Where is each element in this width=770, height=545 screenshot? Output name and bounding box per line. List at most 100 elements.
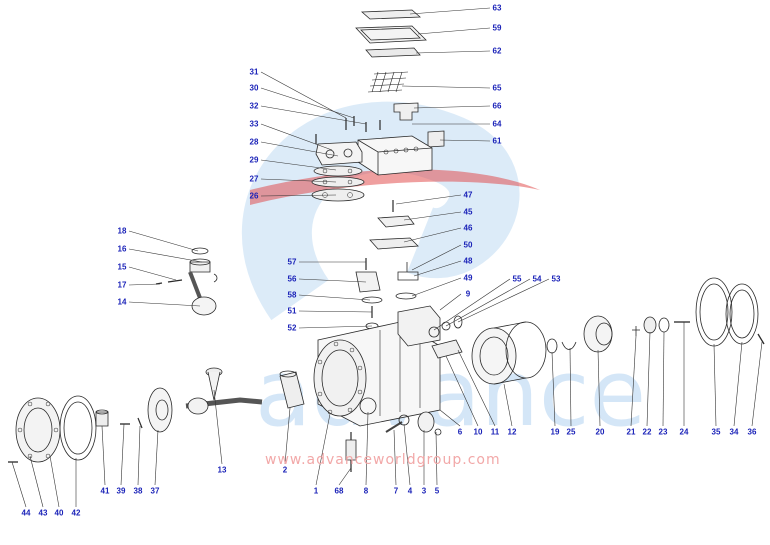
part-label-1[interactable]: 1 (313, 486, 319, 496)
part-label-19[interactable]: 19 (550, 427, 560, 437)
leader-line-53 (457, 278, 550, 323)
part-label-16[interactable]: 16 (117, 244, 127, 254)
leader-line-9 (439, 293, 462, 311)
watermark-url: www.advanceworldgroup.com (265, 452, 501, 468)
part-label-65[interactable]: 65 (492, 83, 502, 93)
part-label-7[interactable]: 7 (393, 486, 399, 496)
part-label-35[interactable]: 35 (711, 427, 721, 437)
leader-line-65 (401, 85, 491, 89)
part-label-21[interactable]: 21 (626, 427, 636, 437)
part-label-44[interactable]: 44 (21, 508, 31, 518)
part-label-17[interactable]: 17 (117, 280, 127, 290)
part-label-45[interactable]: 45 (463, 207, 473, 217)
part-label-52[interactable]: 52 (287, 323, 297, 333)
part-label-61[interactable]: 61 (492, 136, 502, 146)
part-label-22[interactable]: 22 (642, 427, 652, 437)
leader-line-47 (395, 194, 462, 205)
leader-line-39 (120, 423, 125, 486)
leader-line-52 (298, 325, 373, 329)
leader-line-61 (439, 139, 491, 142)
part-label-66[interactable]: 66 (492, 101, 502, 111)
part-label-20[interactable]: 20 (595, 427, 605, 437)
part-label-56[interactable]: 56 (287, 274, 297, 284)
part-label-23[interactable]: 23 (658, 427, 668, 437)
part-label-36[interactable]: 36 (747, 427, 757, 437)
part-label-25[interactable]: 25 (566, 427, 576, 437)
part-label-11[interactable]: 11 (490, 427, 500, 437)
leader-line-16 (128, 248, 203, 263)
part-label-63[interactable]: 63 (492, 3, 502, 13)
part-label-46[interactable]: 46 (463, 223, 473, 233)
part-label-64[interactable]: 64 (492, 119, 502, 129)
part-label-18[interactable]: 18 (117, 226, 127, 236)
part-label-34[interactable]: 34 (729, 427, 739, 437)
part-label-37[interactable]: 37 (150, 486, 160, 496)
leader-line-21 (630, 335, 637, 427)
part-label-2[interactable]: 2 (282, 465, 288, 475)
part-label-13[interactable]: 13 (217, 465, 227, 475)
part-label-26[interactable]: 26 (249, 191, 259, 201)
part-label-15[interactable]: 15 (117, 262, 127, 272)
part-label-41[interactable]: 41 (100, 486, 110, 496)
part-label-3[interactable]: 3 (421, 486, 427, 496)
leader-line-55 (433, 278, 511, 331)
part-label-32[interactable]: 32 (249, 101, 259, 111)
leader-line-51 (298, 310, 373, 313)
part-label-42[interactable]: 42 (71, 508, 81, 518)
leader-line-45 (403, 211, 462, 221)
part-label-4[interactable]: 4 (407, 486, 413, 496)
part-label-27[interactable]: 27 (249, 174, 259, 184)
part-label-50[interactable]: 50 (463, 240, 473, 250)
leader-line-37 (154, 429, 159, 486)
part-label-54[interactable]: 54 (532, 274, 542, 284)
leader-line-40 (49, 455, 60, 508)
leader-line-17 (128, 283, 161, 286)
part-label-48[interactable]: 48 (463, 256, 473, 266)
leader-line-62 (415, 50, 491, 54)
part-label-30[interactable]: 30 (249, 83, 259, 93)
leader-line-28 (260, 141, 339, 157)
leader-line-33 (260, 123, 333, 151)
leader-line-1 (315, 413, 331, 486)
leader-line-36 (751, 341, 763, 427)
part-label-47[interactable]: 47 (463, 190, 473, 200)
leader-line-30 (260, 87, 355, 119)
part-label-8[interactable]: 8 (363, 486, 369, 496)
leader-line-12 (503, 383, 513, 427)
part-label-5[interactable]: 5 (434, 486, 440, 496)
part-label-55[interactable]: 55 (512, 274, 522, 284)
leader-line-2 (284, 407, 291, 465)
part-label-62[interactable]: 62 (492, 46, 502, 56)
leader-line-27 (260, 178, 337, 183)
part-label-53[interactable]: 53 (551, 274, 561, 284)
part-label-14[interactable]: 14 (117, 297, 127, 307)
part-label-33[interactable]: 33 (249, 119, 259, 129)
part-label-28[interactable]: 28 (249, 137, 259, 147)
part-label-51[interactable]: 51 (287, 306, 297, 316)
leader-line-14 (128, 301, 201, 307)
leader-line-13 (213, 389, 223, 465)
part-label-12[interactable]: 12 (507, 427, 517, 437)
part-label-57[interactable]: 57 (287, 257, 297, 267)
part-label-9[interactable]: 9 (465, 289, 471, 299)
part-label-59[interactable]: 59 (492, 23, 502, 33)
part-label-29[interactable]: 29 (249, 155, 259, 165)
leader-line-31 (260, 71, 347, 119)
part-label-40[interactable]: 40 (54, 508, 64, 518)
part-label-43[interactable]: 43 (38, 508, 48, 518)
part-label-31[interactable]: 31 (249, 67, 259, 77)
part-label-49[interactable]: 49 (463, 273, 473, 283)
leader-line-48 (413, 260, 462, 277)
part-label-58[interactable]: 58 (287, 290, 297, 300)
part-label-38[interactable]: 38 (133, 486, 143, 496)
leader-line-68 (338, 467, 352, 486)
part-label-24[interactable]: 24 (679, 427, 689, 437)
part-label-6[interactable]: 6 (457, 427, 463, 437)
leader-line-59 (417, 27, 491, 35)
leader-line-41 (101, 425, 106, 486)
leader-line-25 (569, 347, 572, 427)
leader-line-50 (411, 244, 462, 271)
part-label-10[interactable]: 10 (473, 427, 483, 437)
part-label-68[interactable]: 68 (334, 486, 344, 496)
part-label-39[interactable]: 39 (116, 486, 126, 496)
